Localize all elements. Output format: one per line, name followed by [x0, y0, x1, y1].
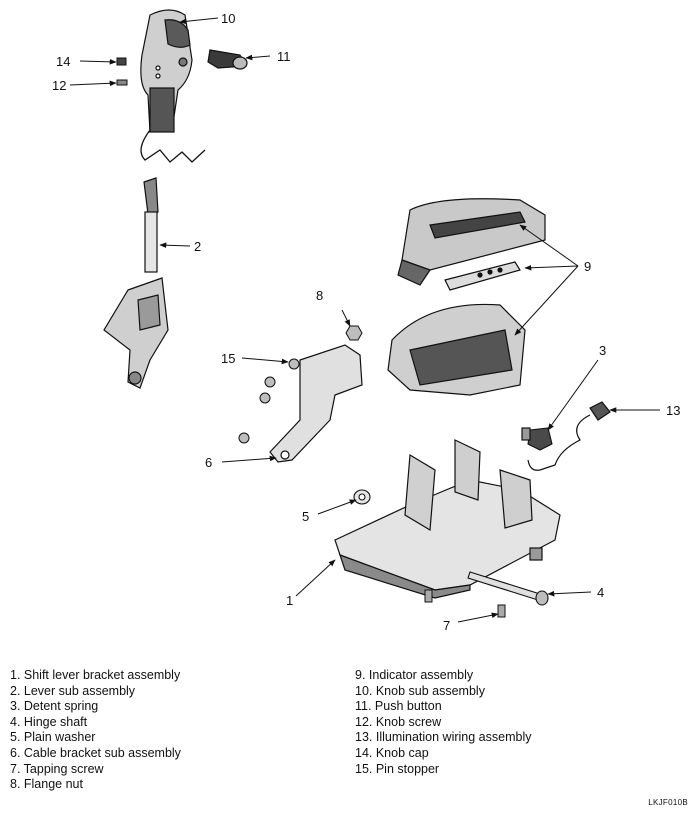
- cable-bracket-sub-assembly: [269, 344, 363, 463]
- detent-spring: [527, 427, 553, 451]
- callout-9: 9: [584, 259, 591, 274]
- legend-item: 6. Cable bracket sub assembly: [10, 745, 181, 760]
- callout-13: 13: [666, 403, 680, 418]
- shift-lever-bracket-assembly: [334, 439, 561, 599]
- legend-item: 3. Detent spring: [10, 699, 99, 714]
- tapping-screw: [424, 589, 506, 618]
- legend-right: 9. Indicator assembly 10. Knob sub assem…: [355, 668, 531, 777]
- indicator-assembly: [387, 198, 546, 396]
- hinge-shaft: [467, 571, 549, 606]
- legend-item: 14. Knob cap: [355, 745, 429, 760]
- legend-item: 8. Flange nut: [10, 777, 83, 792]
- callout-3: 3: [599, 343, 606, 358]
- callout-2: 2: [194, 239, 201, 254]
- pin-stopper: [238, 358, 300, 444]
- legend-item: 7. Tapping screw: [10, 761, 104, 776]
- flange-nut: [345, 325, 363, 341]
- callout-12: 12: [52, 78, 66, 93]
- callout-14: 14: [56, 54, 70, 69]
- legend-item: 4. Hinge shaft: [10, 714, 88, 729]
- callout-11: 11: [277, 49, 291, 64]
- callout-1: 1: [286, 593, 293, 608]
- legend-left: 1. Shift lever bracket assembly 2. Lever…: [10, 668, 181, 793]
- knob-cap: [116, 57, 127, 66]
- callout-5: 5: [302, 509, 309, 524]
- callout-8: 8: [316, 288, 323, 303]
- legend-item: 12. Knob screw: [355, 714, 442, 729]
- legend-item: 11. Push button: [355, 699, 442, 714]
- push-button: [207, 49, 248, 70]
- knob-screw: [116, 79, 128, 86]
- lever-sub-assembly: [103, 177, 169, 389]
- callout-15: 15: [221, 351, 235, 366]
- legend-item: 10. Knob sub assembly: [355, 683, 485, 698]
- legend-item: 15. Pin stopper: [355, 761, 440, 776]
- knob-sub-assembly: [140, 9, 206, 163]
- legend-item: 1. Shift lever bracket assembly: [10, 668, 181, 682]
- callout-4: 4: [597, 585, 604, 600]
- legend-item: 9. Indicator assembly: [355, 668, 474, 682]
- callout-10: 10: [221, 11, 235, 26]
- callout-6: 6: [205, 455, 212, 470]
- callout-7: 7: [443, 618, 450, 633]
- plain-washer: [353, 489, 371, 505]
- legend-item: 13. Illumination wiring assembly: [355, 730, 532, 745]
- leader-lines: [69, 17, 660, 623]
- legend-item: 5. Plain washer: [10, 730, 96, 745]
- figure-code: LKJF010B: [648, 798, 688, 807]
- exploded-view-diagram: 10 11 14 12 2 9 8 3 15 13 6 5 4 1 7: [52, 9, 680, 633]
- legend-item: 2. Lever sub assembly: [10, 683, 136, 698]
